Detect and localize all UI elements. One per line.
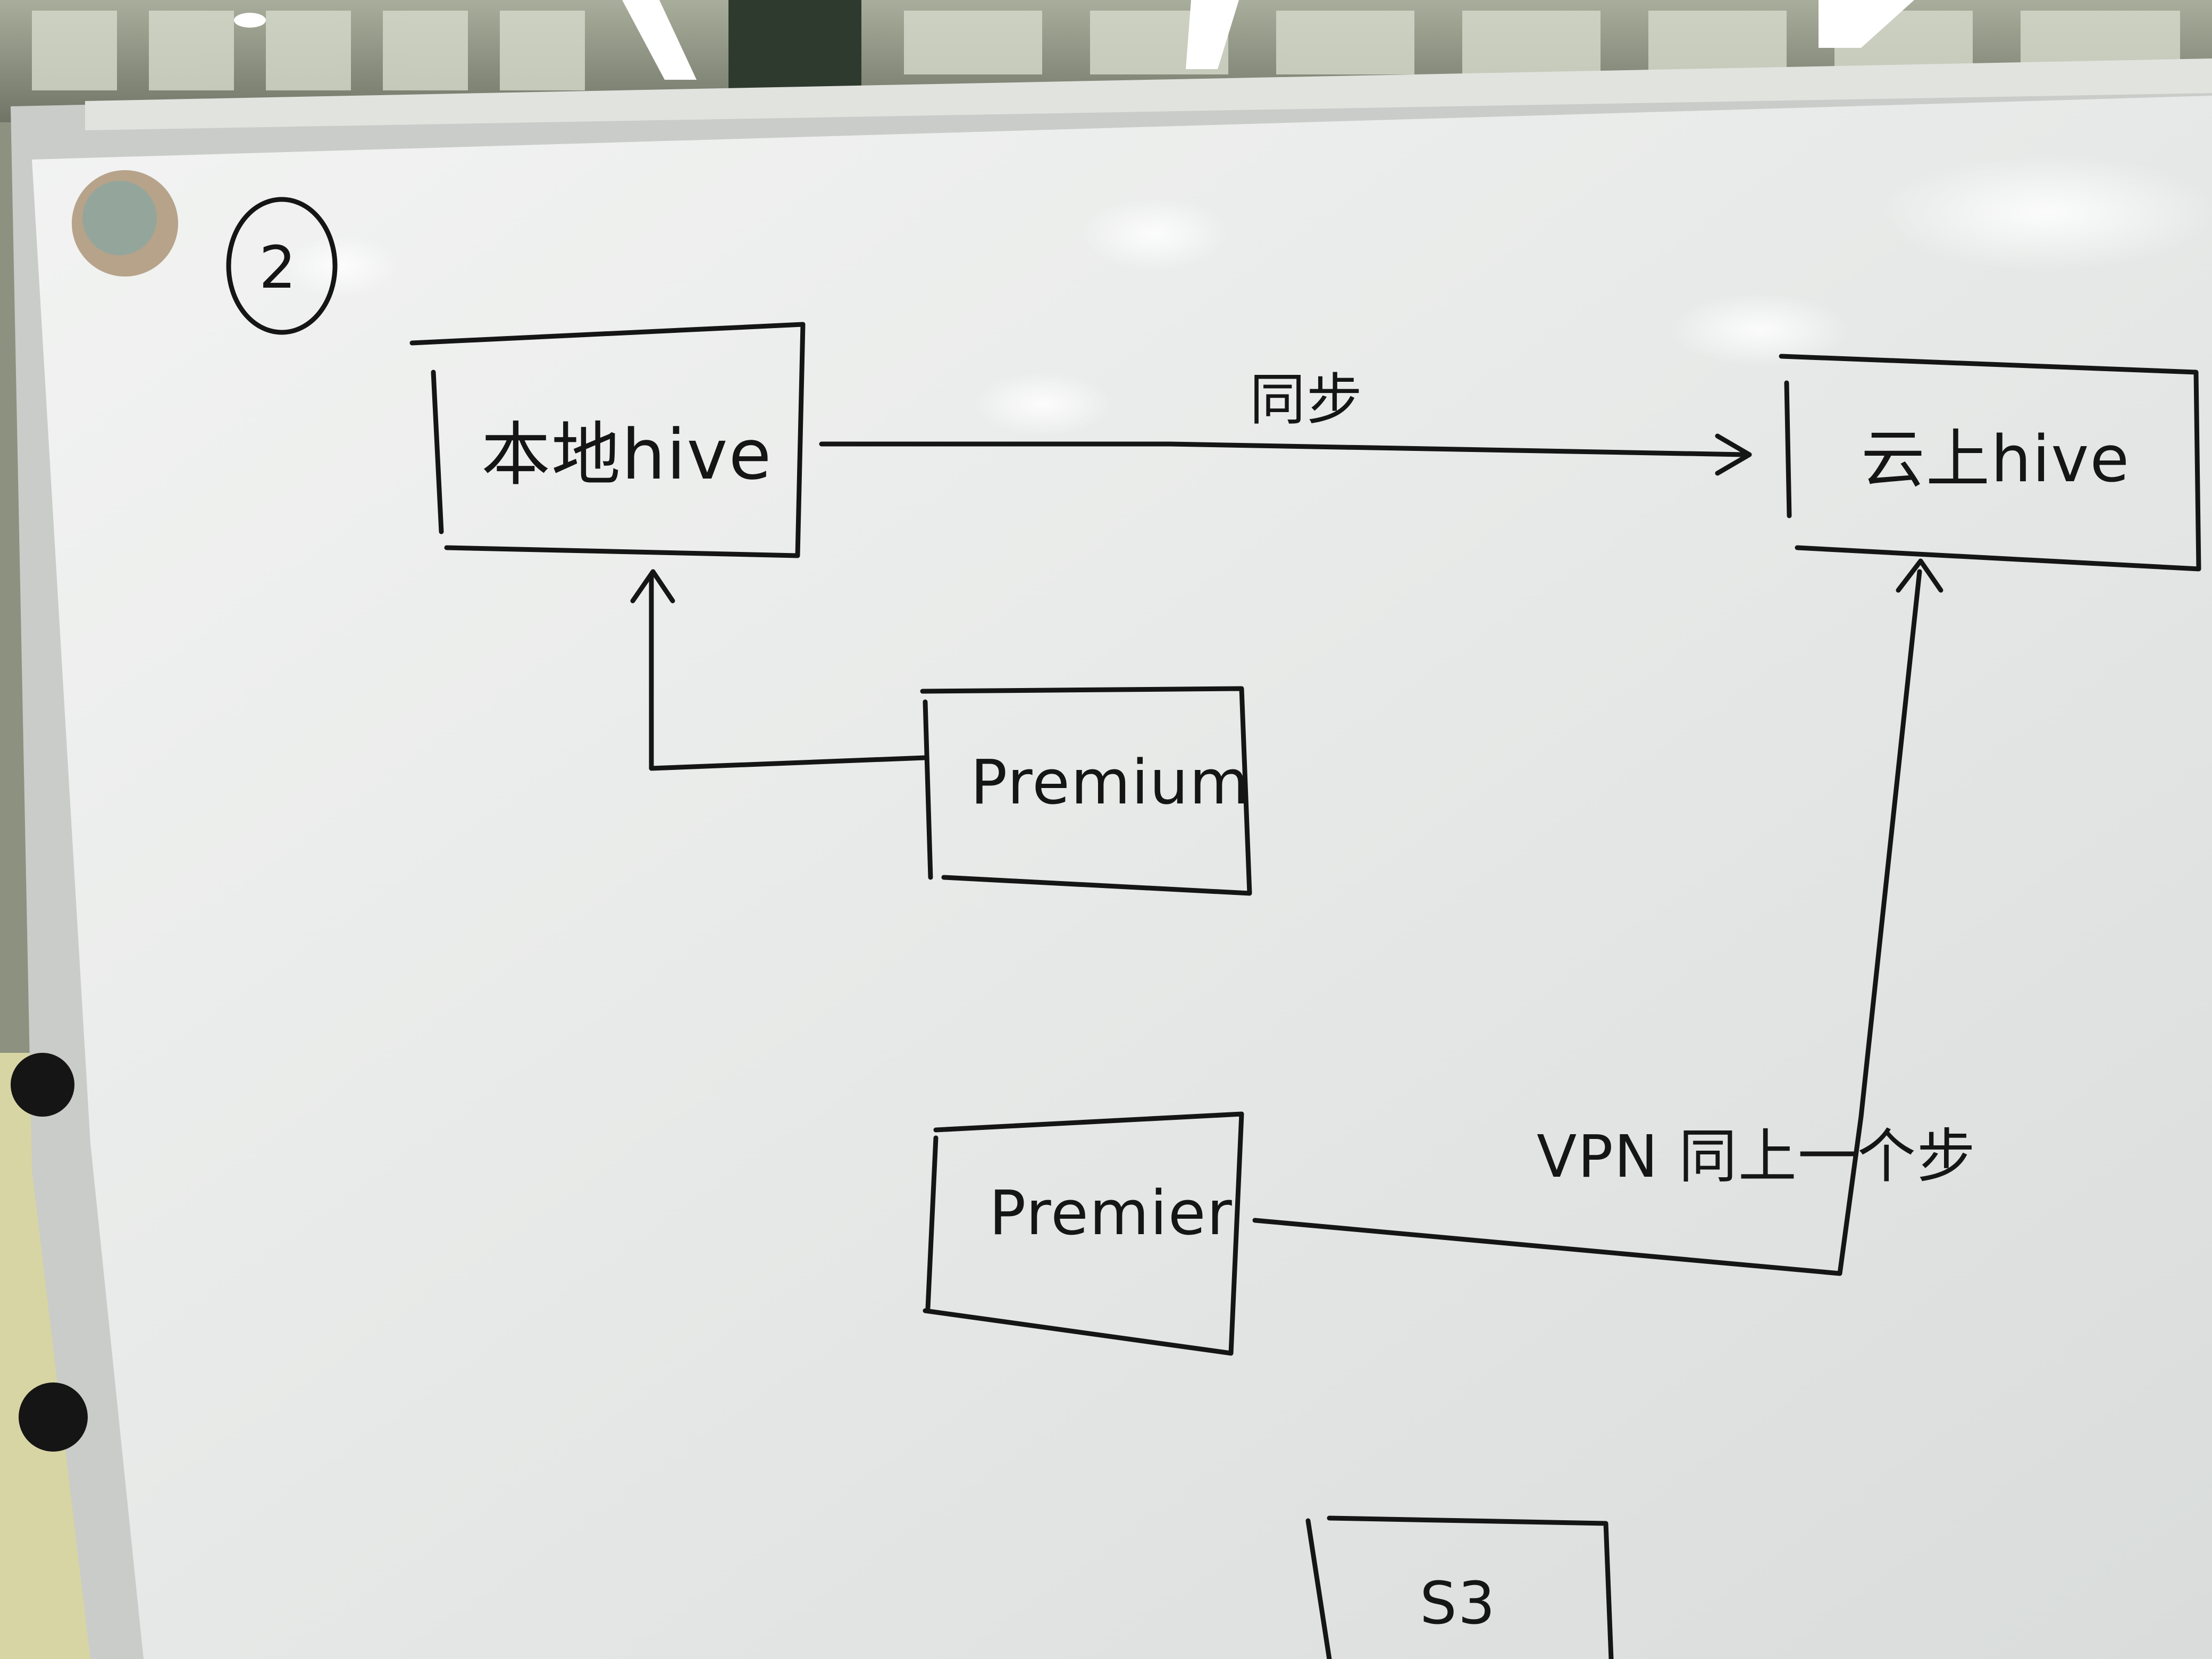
step-number: 2: [259, 233, 297, 301]
sync-label: 同步: [1250, 367, 1364, 432]
light-glare: [282, 154, 2212, 436]
cloud-hive-box: [1779, 354, 2201, 572]
step-circle: [226, 197, 338, 335]
premium-to-local-line: [649, 574, 928, 771]
clip-knob-icon: [19, 1382, 88, 1452]
ceiling-lights: [234, 0, 1914, 80]
s3-box: [1305, 1515, 1614, 1659]
premium-top-box: [920, 686, 1252, 896]
vpn-sync-label: VPN 同上一个步: [1537, 1122, 1976, 1191]
up-arrowhead-icon: [630, 569, 675, 604]
s3-label: S3: [1420, 1569, 1496, 1637]
premier-bottom-label: Premier: [989, 1178, 1233, 1249]
local-hive-box: [409, 322, 806, 558]
cloud-hive-label: 云上hive: [1861, 423, 2131, 497]
board-surface: [32, 96, 2212, 1659]
sync-arrow-line: [819, 441, 1747, 457]
board-top-rail: [85, 58, 2212, 130]
vpn-arrowhead-icon: [1896, 558, 1943, 593]
premium-top-label: Premium: [970, 747, 1250, 818]
premier-bottom-box: [923, 1111, 1244, 1356]
sync-arrowhead-icon: [1715, 433, 1752, 476]
clip-knob-icon: [11, 1053, 74, 1117]
local-hive-label: 本地hive: [481, 414, 773, 495]
vpn-link-line: [1252, 569, 1922, 1276]
